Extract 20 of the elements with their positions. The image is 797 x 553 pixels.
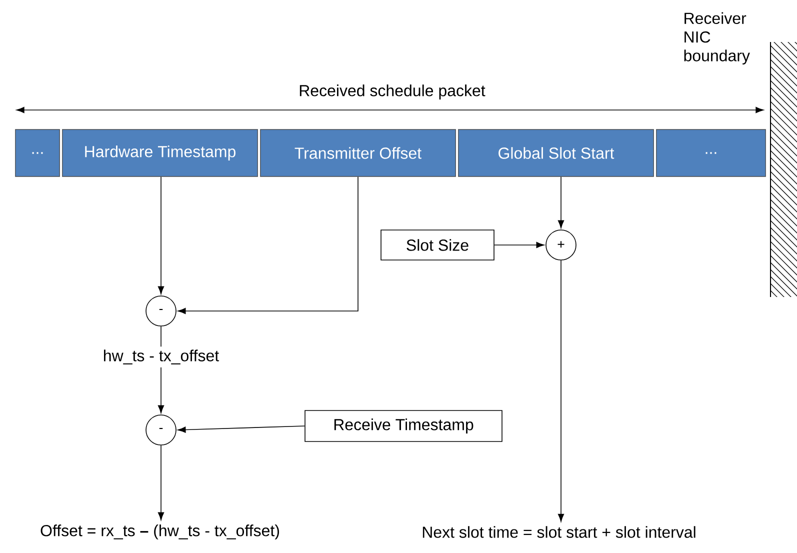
input-box: Receive Timestamp [304, 410, 502, 442]
packet-field: ... [656, 129, 766, 177]
arrow [178, 176, 358, 314]
arrow [158, 366, 164, 414]
result-text: Offset = rx_ts – (hw_ts - tx_offset) [40, 524, 279, 540]
result-text: hw_ts - tx_offset [104, 350, 219, 364]
arrow [494, 242, 544, 248]
dimension-label: Received schedule packet [300, 84, 486, 100]
packet-field: ... [15, 129, 60, 177]
input-box: Slot Size [380, 230, 494, 260]
arrow [558, 260, 564, 522]
result-text: Next slot time = slot start + slot interval [422, 526, 696, 538]
arrow [158, 176, 164, 294]
packet-field: Transmitter Offset [260, 129, 456, 177]
boundary-label: Receiver NIC boundary [684, 12, 750, 65]
arrow [178, 426, 305, 433]
arrow [558, 176, 564, 228]
packet-field: Global Slot Start [458, 129, 654, 177]
packet-field: Hardware Timestamp [62, 129, 258, 177]
arrow [158, 445, 164, 520]
